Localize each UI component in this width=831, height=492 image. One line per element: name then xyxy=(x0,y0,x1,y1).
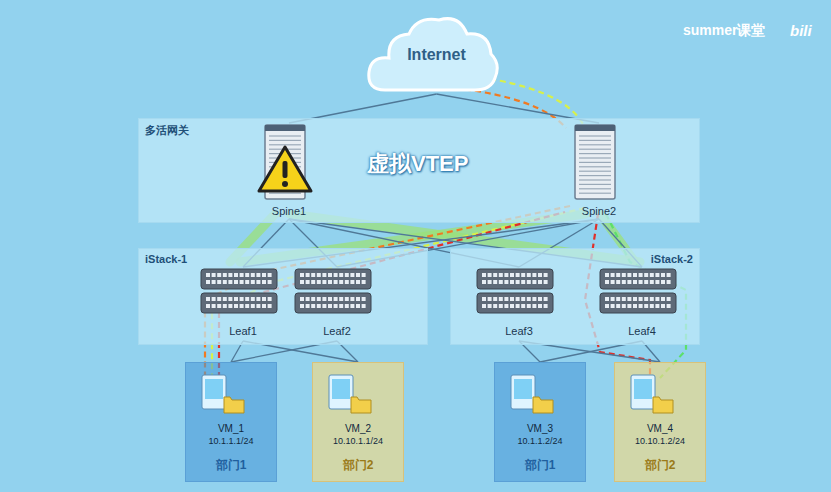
ip-address: 10.1.1.1/24 xyxy=(186,436,276,446)
leaf-label: Leaf3 xyxy=(473,325,565,337)
spine-label: Spine1 xyxy=(249,205,329,217)
watermark: bili xyxy=(790,22,812,39)
group-label: iStack-2 xyxy=(651,253,693,265)
leaf-label: Leaf4 xyxy=(596,325,688,337)
ip-address: 10.1.1.2/24 xyxy=(495,436,585,446)
leaf-node: Leaf1 xyxy=(197,267,289,341)
leaf-label: Leaf2 xyxy=(291,325,383,337)
leaf-node: Leaf2 xyxy=(291,267,383,341)
group-label: iStack-1 xyxy=(145,253,187,265)
leaf-node: Leaf4 xyxy=(596,267,688,341)
vm-icon xyxy=(186,363,260,419)
group-band: iStack-1Leaf1Leaf2 xyxy=(138,248,428,345)
server-icon xyxy=(559,123,631,201)
leaf-node: Leaf3 xyxy=(473,267,565,341)
vm-name: VM_4 xyxy=(615,423,705,434)
watermark: summer课堂 xyxy=(683,22,765,40)
vm-node: VM_4 10.10.1.2/24 部门2 xyxy=(614,362,706,482)
switch-stack-icon xyxy=(291,267,375,317)
switch-stack-icon xyxy=(197,267,281,317)
vm-node: VM_1 10.1.1.1/24 部门1 xyxy=(185,362,277,482)
leaf-label: Leaf1 xyxy=(197,325,289,337)
cloud-label: Internet xyxy=(365,46,508,64)
department-label: 部门1 xyxy=(495,457,585,474)
vm-name: VM_1 xyxy=(186,423,276,434)
vm-icon xyxy=(615,363,689,419)
department-label: 部门2 xyxy=(615,457,705,474)
overlay-title: 虚拟VTEP xyxy=(367,149,468,179)
group-label: 多活网关 xyxy=(145,123,189,138)
group-band: iStack-2Leaf3 Leaf4 xyxy=(450,248,700,345)
spine-label: Spine2 xyxy=(559,205,639,217)
switch-stack-icon xyxy=(473,267,557,317)
vm-icon xyxy=(495,363,569,419)
department-label: 部门2 xyxy=(313,457,403,474)
group-band: 多活网关虚拟VTEP Spine1 Spine2 xyxy=(138,118,700,223)
spine-node: Spine2 xyxy=(559,123,639,219)
ip-address: 10.10.1.2/24 xyxy=(615,436,705,446)
vm-name: VM_3 xyxy=(495,423,585,434)
vm-name: VM_2 xyxy=(313,423,403,434)
department-label: 部门1 xyxy=(186,457,276,474)
ip-address: 10.10.1.1/24 xyxy=(313,436,403,446)
vm-node: VM_3 10.1.1.2/24 部门1 xyxy=(494,362,586,482)
spine-node: Spine1 xyxy=(249,123,329,219)
vm-icon xyxy=(313,363,387,419)
switch-stack-icon xyxy=(596,267,680,317)
cloud-node: Internet xyxy=(365,12,508,94)
server-icon xyxy=(249,123,321,201)
vm-node: VM_2 10.10.1.1/24 部门2 xyxy=(312,362,404,482)
